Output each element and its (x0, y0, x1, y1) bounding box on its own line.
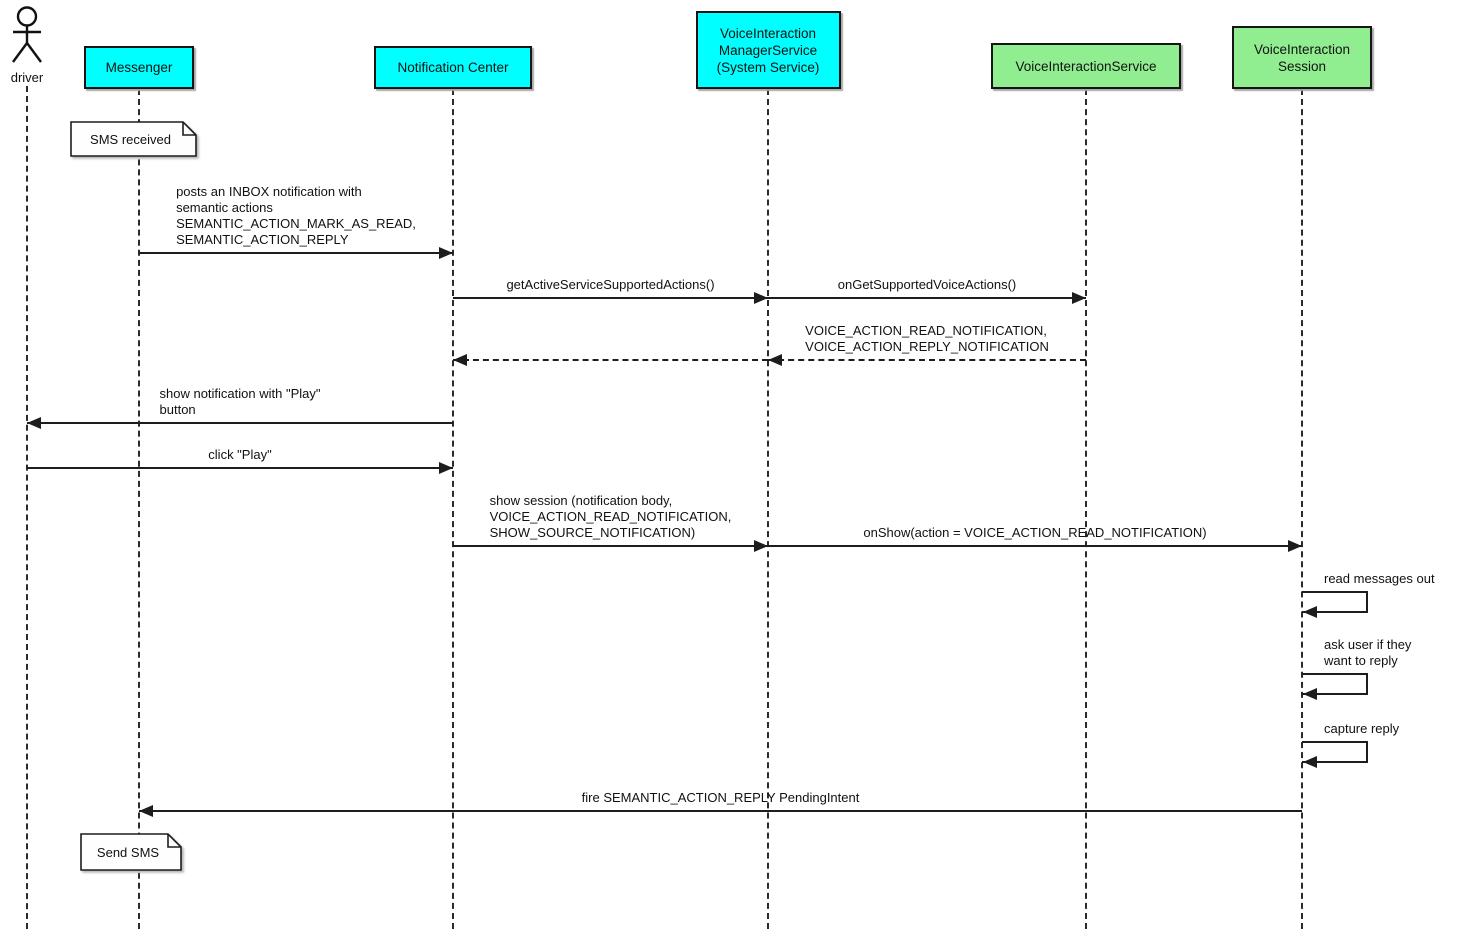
note: SMS received (70, 121, 197, 157)
message-arrowhead-icon (1288, 540, 1302, 552)
message-line (453, 359, 768, 361)
message-label: VOICE_ACTION_READ_NOTIFICATION, VOICE_AC… (805, 323, 1049, 354)
actor-driver: driver (5, 6, 49, 85)
participant-voice-interaction-service: VoiceInteractionService (991, 43, 1181, 89)
message-label: onGetSupportedVoiceActions() (837, 277, 1017, 292)
message-line (453, 545, 768, 547)
participant-notification-center: Notification Center (374, 46, 532, 89)
message-line (27, 467, 453, 469)
participant-voice-interaction-session: VoiceInteraction Session (1232, 26, 1372, 89)
message-line (453, 297, 768, 299)
message-line (27, 422, 453, 424)
message-label: onShow(action = VOICE_ACTION_READ_NOTIFI… (863, 525, 1207, 540)
message-arrowhead-icon (754, 540, 768, 552)
participant-messenger: Messenger (84, 46, 194, 89)
message-line (139, 810, 1302, 812)
note: Send SMS (80, 833, 182, 871)
participant-label: VoiceInteractionService (1015, 58, 1157, 74)
note-label: SMS received (90, 131, 171, 147)
participant-voice-interaction-manager-service: VoiceInteraction ManagerService (System … (695, 11, 841, 89)
participant-label: Notification Center (397, 60, 509, 75)
lifeline-driver (26, 86, 28, 929)
message-line (768, 359, 1086, 361)
message-label: ask user if they want to reply (1324, 637, 1412, 668)
message-arrowhead-icon (1303, 756, 1317, 768)
actor-label: driver (10, 70, 44, 85)
note-fold-icon (80, 833, 182, 871)
lifeline-messenger (138, 89, 140, 929)
message-label: posts an INBOX notification with semanti… (176, 184, 416, 247)
message-arrowhead-icon (439, 247, 453, 259)
message-arrowhead-icon (1303, 606, 1317, 618)
participant-label: VoiceInteraction Session (1253, 41, 1351, 74)
message-line (139, 252, 453, 254)
message-arrowhead-icon (754, 292, 768, 304)
message-line (768, 297, 1086, 299)
message-arrowhead-icon (139, 805, 153, 817)
participant-label: Messenger (105, 60, 173, 75)
lifeline-voice-interaction-service (1085, 89, 1087, 929)
actor-icon (12, 6, 42, 63)
message-label: show notification with "Play" button (159, 386, 321, 417)
message-line (768, 545, 1302, 547)
note-label: Send SMS (96, 844, 160, 860)
message-arrowhead-icon (1303, 688, 1317, 700)
message-label: read messages out (1324, 571, 1435, 586)
self-message-loop (1302, 673, 1368, 695)
participant-label: VoiceInteraction ManagerService (System … (716, 25, 820, 75)
message-label: click "Play" (208, 447, 272, 462)
message-arrowhead-icon (27, 417, 41, 429)
note-fold-icon (70, 121, 197, 157)
message-label: show session (notification body, VOICE_A… (489, 493, 732, 540)
lifeline-voice-interaction-manager-service (767, 89, 769, 929)
message-label: fire SEMANTIC_ACTION_REPLY PendingIntent (581, 790, 860, 805)
self-message-loop (1302, 591, 1368, 613)
self-message-loop (1302, 741, 1368, 763)
message-label: getActiveServiceSupportedActions() (506, 277, 715, 292)
message-arrowhead-icon (453, 354, 467, 366)
lifeline-notification-center (452, 89, 454, 929)
message-arrowhead-icon (439, 462, 453, 474)
message-arrowhead-icon (768, 354, 782, 366)
message-arrowhead-icon (1072, 292, 1086, 304)
lifeline-voice-interaction-session (1301, 89, 1303, 929)
message-label: capture reply (1324, 721, 1400, 736)
